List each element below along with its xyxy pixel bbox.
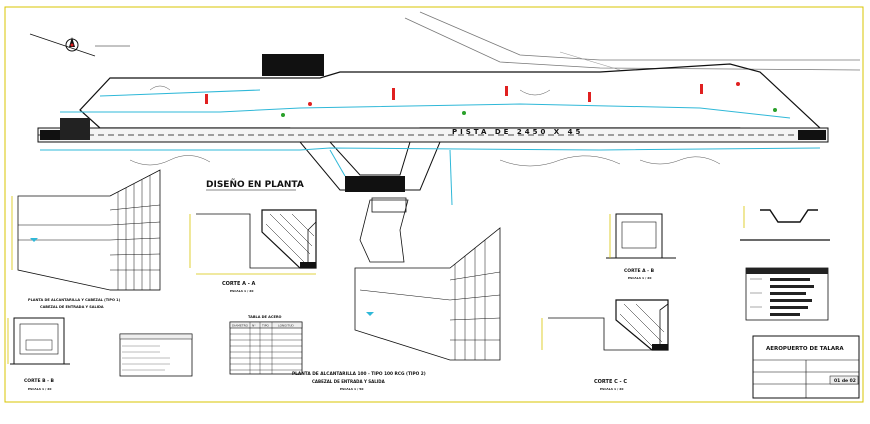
table-title: TABLA DE ACERO xyxy=(248,315,282,319)
plan-view: PISTA DE 2450 X 45 xyxy=(29,11,861,206)
left-detail-subtitle: CABEZAL DE ENTRADA Y SALIDA xyxy=(40,305,104,309)
terminal-block xyxy=(345,176,405,192)
building xyxy=(60,118,90,140)
access-road xyxy=(419,11,860,61)
section-b-b: CORTE B - B ESCALA 1 / 20 xyxy=(7,317,70,391)
left-culvert-detail: PLANTA DE ALCANTARILLA Y CABEZAL (TIPO 1… xyxy=(11,169,161,309)
left-detail-title: PLANTA DE ALCANTARILLA Y CABEZAL (TIPO 1… xyxy=(28,298,121,302)
steel-table: TABLA DE ACERO DIAMETRO N° TIPO LONGITUD xyxy=(229,315,303,375)
runway-label: PISTA DE 2450 X 45 xyxy=(452,128,583,136)
table-header: N° xyxy=(252,324,256,328)
section-a-b: CORTE A - B ESCALA 1 / 20 xyxy=(606,213,676,280)
section-scale: ESCALA 1 / 20 xyxy=(230,289,253,293)
access-road xyxy=(404,17,861,71)
center-culvert-detail: PLANTA DE ALCANTARILLA 100 - TIPO 100 RC… xyxy=(292,197,501,391)
table-header: TIPO xyxy=(261,324,270,328)
channel-section xyxy=(740,206,830,241)
green-markers xyxy=(281,108,777,117)
project-name: AEROPUERTO DE TALARA xyxy=(766,346,844,352)
section-c-c: CORTE C - C ESCALA 1 / 20 xyxy=(541,299,669,391)
section-title: CORTE C - C xyxy=(594,379,627,385)
contours xyxy=(129,85,721,167)
notes-box xyxy=(119,333,193,377)
culvert-subtitle: CABEZAL DE ENTRADA Y SALIDA xyxy=(312,379,386,384)
culvert-title: PLANTA DE ALCANTARILLA 100 - TIPO 100 RC… xyxy=(292,371,426,377)
section-title: CORTE A - A xyxy=(222,281,256,287)
sheet-number: 01 de 02 xyxy=(834,378,856,384)
legend-box xyxy=(745,267,829,321)
north-arrow-icon xyxy=(29,33,130,57)
table-header: DIAMETRO xyxy=(232,324,249,328)
section-title: CORTE A - B xyxy=(624,268,655,274)
culvert-scale: ESCALA 1 / 50 xyxy=(340,387,363,391)
title-block: AEROPUERTO DE TALARA 01 de 02 xyxy=(752,335,860,399)
section-title: CORTE B - B xyxy=(24,378,55,384)
drainage-network xyxy=(40,89,821,206)
plan-title: DISEÑO EN PLANTA xyxy=(206,179,304,190)
section-scale: ESCALA 1 / 20 xyxy=(628,276,651,280)
access-road xyxy=(559,51,621,71)
sheet-border xyxy=(4,6,864,403)
table-header: LONGITUD xyxy=(278,324,294,328)
section-a-a: CORTE A - A ESCALA 1 / 20 xyxy=(189,209,317,293)
drainage-markers xyxy=(205,82,740,106)
section-scale: ESCALA 1 / 20 xyxy=(600,387,623,391)
section-scale: ESCALA 1 / 20 xyxy=(28,387,51,391)
